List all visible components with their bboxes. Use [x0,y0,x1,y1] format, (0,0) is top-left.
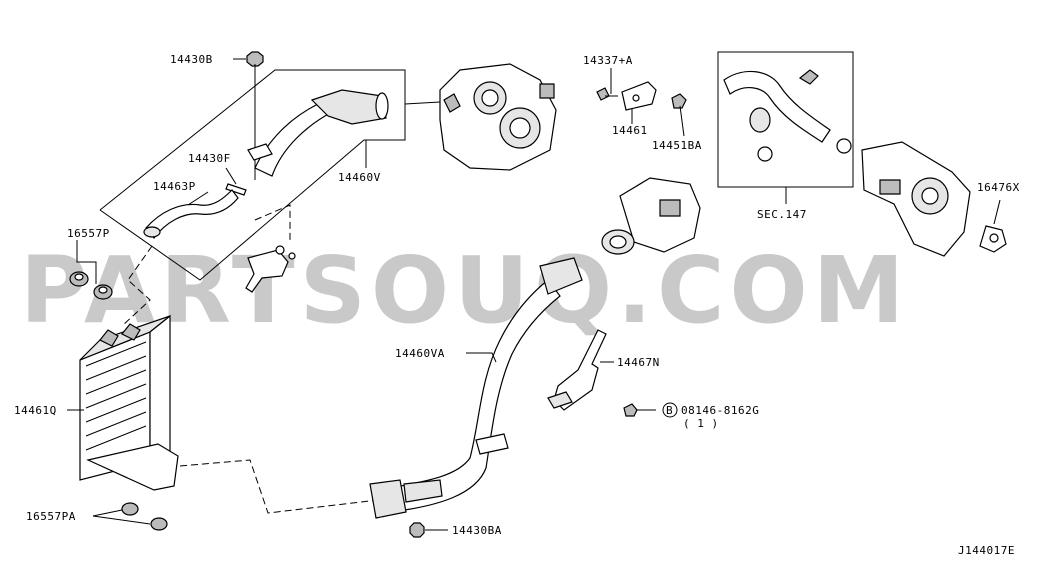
bolt-08146-8162g[interactable] [623,403,638,417]
sec147-pipe[interactable] [723,69,852,162]
nut-14430b[interactable] [246,51,264,180]
grommet-16557pa-b[interactable] [150,517,168,531]
throttle-valve[interactable] [601,177,701,255]
bracket-14467n[interactable] [547,329,607,411]
leader-16476x [993,199,1001,225]
grommet-16557p-a[interactable] [69,271,89,287]
label-16557pa: 16557PA [26,510,76,523]
turbocharger[interactable] [439,63,557,171]
dashed-bracket-link [254,204,291,240]
hose-14460v[interactable] [247,89,389,177]
leader-16557p [76,240,97,284]
label-14461q: 14461Q [14,404,57,417]
grommet-16557pa-a[interactable] [121,502,139,516]
leader-16557pa-b [92,515,151,525]
bracket-lower[interactable] [245,245,296,293]
grommet-16557p-b[interactable] [93,284,113,300]
sec147-box [717,51,854,188]
label-14461: 14461 [612,124,648,137]
bolt-14337a[interactable] [596,87,618,101]
label-16476x: 16476X [977,181,1020,194]
egr-component[interactable] [861,141,971,257]
upper-group-frame [99,69,406,281]
label-sec147: SEC.147 [757,208,807,221]
leader-14460va [466,352,497,363]
label-14467n: 14467N [617,356,660,369]
label-14430ba: 14430BA [452,524,502,537]
diagram-code: J144017E [958,544,1015,557]
label-14430b: 14430B [170,53,213,66]
label-bolt-number: 08146-8162G [681,404,759,417]
label-14337a: 14337+A [583,54,633,67]
label-14460v: 14460V [338,171,381,184]
bolt-14451ba[interactable] [671,93,687,137]
leader-16557pa [92,509,123,517]
label-14463p: 14463P [153,180,196,193]
leader-14463p [187,191,209,206]
intercooler-14461q[interactable] [79,314,179,491]
hose-14460va[interactable] [369,257,583,519]
label-16557p: 16557P [67,227,110,240]
nut-14430ba[interactable] [409,522,425,538]
dashed-cooler-to-hose [179,459,379,514]
label-bolt-qty: ( 1 ) [683,417,719,430]
label-14430f: 14430F [188,152,231,165]
gasket-16476x[interactable] [979,225,1007,253]
dashed-hose-to-cooler [121,245,153,327]
label-14460va: 14460VA [395,347,445,360]
leader-14430f [225,167,237,185]
bracket-14461[interactable] [621,81,657,111]
frame-to-turbo [404,101,441,105]
label-14451ba: 14451BA [652,139,702,152]
bolt-b-symbol [662,402,678,418]
hose-14463p[interactable] [143,189,239,239]
clamp-14430f[interactable] [225,183,247,196]
bolt-b-letter: B [666,404,673,417]
